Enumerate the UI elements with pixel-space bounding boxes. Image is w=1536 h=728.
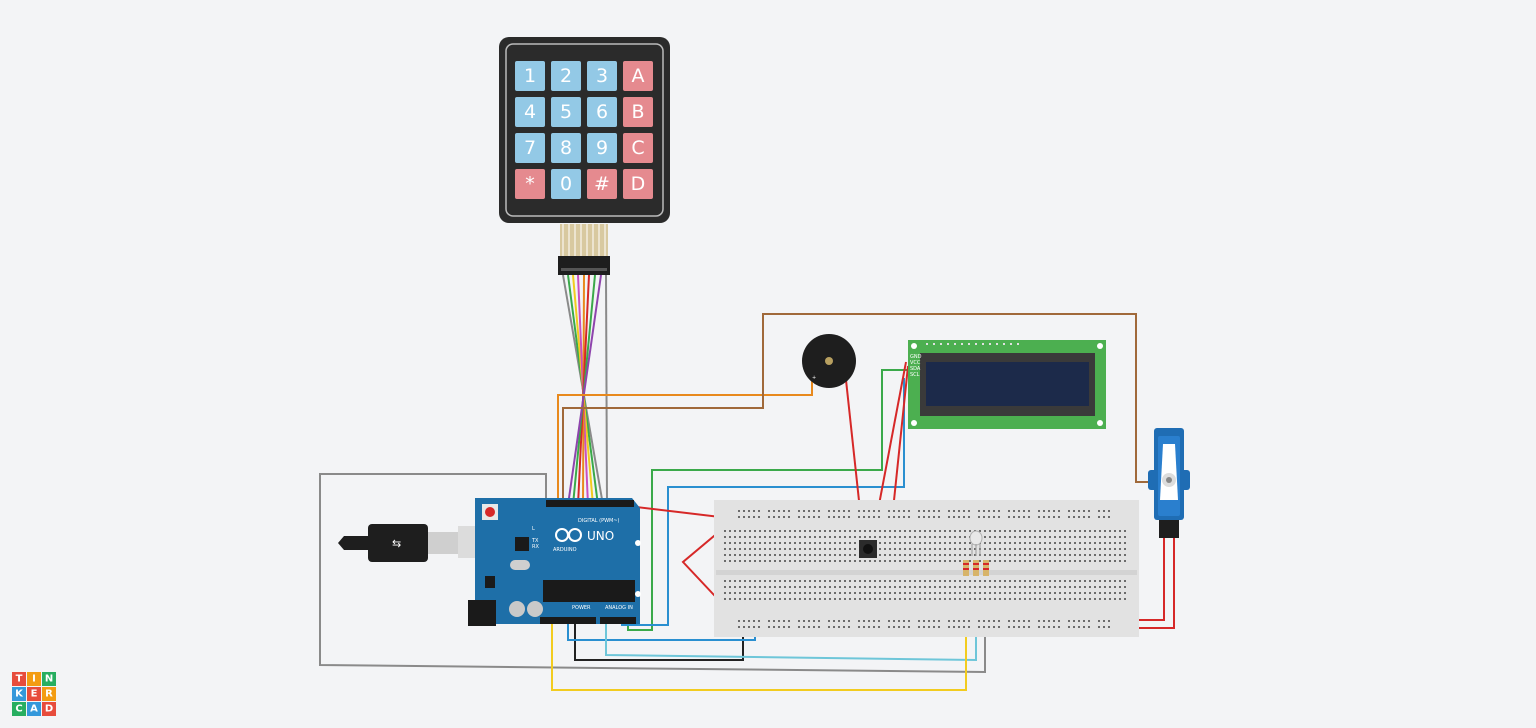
- lcd-pin-gnd: GND: [910, 354, 922, 360]
- power-label: POWER: [572, 605, 591, 611]
- logo-letter: I: [32, 674, 36, 685]
- digital-label: DIGITAL (PWM~): [578, 518, 620, 524]
- pushbutton[interactable]: [859, 540, 877, 558]
- resistor-1[interactable]: [963, 560, 969, 576]
- lcd-16x2[interactable]: GND VCC SDA SCL: [908, 340, 1106, 429]
- keypad-key-label: A: [632, 65, 645, 87]
- keypad-key-label: #: [594, 173, 610, 195]
- analog-header[interactable]: [600, 617, 636, 624]
- wire-gray-usb-loop[interactable]: [319, 473, 986, 674]
- lcd-pin-scl: SCL: [910, 372, 920, 378]
- lcd-pin-vcc: VCC: [910, 360, 921, 366]
- keypad-key-C[interactable]: C: [623, 133, 653, 163]
- rx-label: RX: [532, 544, 539, 550]
- buzzer-plus-label: +: [812, 375, 816, 381]
- piezo-buzzer[interactable]: +: [802, 334, 856, 388]
- keypad-key-9[interactable]: 9: [587, 133, 617, 163]
- keypad-key-label: 2: [560, 65, 572, 87]
- wire-red-buzzer[interactable]: [845, 379, 861, 511]
- keypad-key-2[interactable]: 2: [551, 61, 581, 91]
- resistor-3[interactable]: [983, 560, 989, 576]
- logo-letter: T: [16, 674, 23, 685]
- logo-letter: C: [15, 704, 22, 715]
- arduino-brand: ARDUINO: [553, 547, 577, 553]
- keypad-key-label: 6: [596, 101, 608, 123]
- keypad-key-label: D: [631, 173, 646, 195]
- keypad-key-label: C: [631, 137, 644, 159]
- keypad-key-label: 0: [560, 173, 572, 195]
- breadboard[interactable]: [714, 500, 1139, 637]
- logo-letter: D: [45, 704, 53, 715]
- keypad-key-label: 8: [560, 137, 572, 159]
- analog-label: ANALOG IN: [605, 605, 633, 611]
- keypad[interactable]: 1 2 3 A 4 5 6 B 7 8 9 C * 0 # D: [499, 37, 670, 275]
- keypad-key-label: 3: [596, 65, 608, 87]
- keypad-key-label: B: [631, 101, 644, 123]
- logo-letter: R: [45, 689, 53, 700]
- rgb-led[interactable]: [969, 530, 983, 556]
- keypad-key-A[interactable]: A: [623, 61, 653, 91]
- reset-button[interactable]: [485, 507, 495, 517]
- keypad-key-label: 7: [524, 137, 536, 159]
- keypad-key-5[interactable]: 5: [551, 97, 581, 127]
- wire-red-lcd-2[interactable]: [892, 365, 909, 511]
- wire-green-lcd[interactable]: [627, 369, 908, 631]
- wire-keypad-8[interactable]: [567, 274, 602, 506]
- power-header[interactable]: [540, 617, 596, 624]
- keypad-key-#[interactable]: #: [587, 169, 617, 199]
- atmega-chip: [543, 580, 635, 602]
- digital-header[interactable]: [546, 500, 634, 507]
- arduino-model: UNO: [587, 529, 614, 543]
- keypad-key-label: *: [525, 173, 535, 195]
- usb-cable[interactable]: ⇆: [338, 524, 498, 562]
- keypad-ribbon: [558, 224, 610, 275]
- tx-label: TX: [531, 538, 539, 544]
- keypad-keys: 1 2 3 A 4 5 6 B 7 8 9 C * 0 # D: [515, 61, 653, 199]
- keypad-key-label: 1: [524, 65, 536, 87]
- keypad-key-0[interactable]: 0: [551, 169, 581, 199]
- lcd-header-pins: [926, 343, 1019, 345]
- keypad-key-label: 9: [596, 137, 608, 159]
- breadboard-holes: [724, 510, 1126, 628]
- wire-keypad-9[interactable]: [605, 274, 608, 506]
- keypad-key-1[interactable]: 1: [515, 61, 545, 91]
- keypad-key-8[interactable]: 8: [551, 133, 581, 163]
- keypad-key-4[interactable]: 4: [515, 97, 545, 127]
- logo-letter: A: [30, 704, 38, 715]
- usb-icon: ⇆: [392, 537, 401, 550]
- arduino-uno[interactable]: ARDUINO UNO DIGITAL (PWM~) POWER ANALOG …: [468, 498, 641, 626]
- keypad-key-D[interactable]: D: [623, 169, 653, 199]
- logo-letter: N: [45, 674, 53, 685]
- keypad-key-3[interactable]: 3: [587, 61, 617, 91]
- resistor-2[interactable]: [973, 560, 979, 576]
- keypad-key-*[interactable]: *: [515, 169, 545, 199]
- logo-letter: E: [31, 689, 38, 700]
- arduino-infinity-icon: [555, 528, 582, 542]
- keypad-key-label: 4: [524, 101, 536, 123]
- micro-servo[interactable]: [1148, 428, 1190, 538]
- wire-orange-buzzer[interactable]: [557, 380, 813, 505]
- keypad-key-6[interactable]: 6: [587, 97, 617, 127]
- l-led-label: L: [532, 526, 535, 532]
- keypad-key-label: 5: [560, 101, 572, 123]
- keypad-key-7[interactable]: 7: [515, 133, 545, 163]
- wire-red-lcd-vcc[interactable]: [877, 361, 907, 511]
- logo-letter: K: [15, 689, 24, 700]
- lcd-pin-sda: SDA: [910, 366, 921, 372]
- keypad-key-B[interactable]: B: [623, 97, 653, 127]
